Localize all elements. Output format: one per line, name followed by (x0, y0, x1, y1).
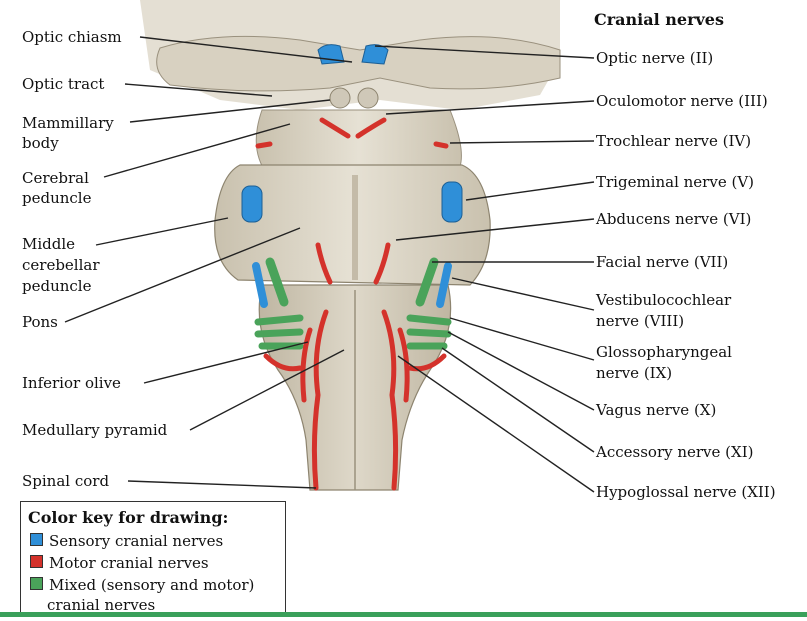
label-accessory-nerve: Accessory nerve (XI) (596, 443, 754, 461)
color-key: Color key for drawing: Sensory cranial n… (20, 501, 286, 617)
motor-label: Motor cranial nerves (49, 554, 209, 572)
label-glossopharyngeal-nerve-2: nerve (IX) (596, 364, 673, 382)
vestibulocochlear-nerve-left (252, 262, 268, 308)
label-pons: Pons (22, 313, 58, 331)
label-abducens-nerve: Abducens nerve (VI) (596, 210, 752, 228)
mammillary-body-left (329, 87, 351, 109)
vestibulocochlear-nerve-right (436, 262, 452, 308)
label-spinal-cord: Spinal cord (22, 472, 110, 490)
color-key-item-mixed: Mixed (sensory and motor) (30, 576, 254, 594)
color-key-item-mixed-line2: cranial nerves (47, 596, 155, 614)
trochlear-nerve-left (255, 141, 273, 149)
mixed-label-1: Mixed (sensory and motor) (49, 576, 255, 594)
facial-nerve-right (415, 257, 439, 307)
leader-lines (64, 36, 595, 493)
label-mammillary-body-1: Mammillary (22, 114, 114, 132)
motor-swatch (30, 555, 43, 568)
label-middle-cerebellar-peduncle-3: peduncle (22, 277, 92, 295)
accessory-nerve-left (263, 353, 303, 372)
color-key-item-motor: Motor cranial nerves (30, 554, 209, 572)
label-trochlear-nerve: Trochlear nerve (IV) (596, 132, 752, 150)
label-inferior-olive: Inferior olive (22, 374, 121, 392)
oculomotor-nerve-left (319, 117, 351, 139)
label-trigeminal-nerve: Trigeminal nerve (V) (596, 173, 755, 191)
trochlear-nerve-right (433, 141, 449, 149)
color-key-item-sensory: Sensory cranial nerves (30, 532, 223, 550)
oculomotor-nerve-right (355, 117, 387, 139)
label-vestibulocochlear-nerve-1: Vestibulocochlear (596, 291, 732, 309)
bottom-accent-bar (0, 612, 807, 617)
facial-nerve-left (265, 257, 289, 307)
label-medullary-pyramid: Medullary pyramid (22, 421, 168, 439)
color-key-title: Color key for drawing: (28, 508, 229, 527)
mammillary-body-right (357, 87, 379, 109)
cranial-nerves-heading: Cranial nerves (594, 10, 724, 29)
label-hypoglossal-nerve: Hypoglossal nerve (XII) (596, 483, 776, 501)
label-cerebral-peduncle-2: peduncle (22, 189, 92, 207)
mixed-swatch (30, 577, 43, 590)
optic-nerve-right (361, 44, 389, 65)
glossopharyngeal-nerve-right (406, 314, 452, 350)
label-optic-chiasm: Optic chiasm (22, 28, 122, 46)
sensory-label: Sensory cranial nerves (49, 532, 224, 550)
label-vestibulocochlear-nerve-2: nerve (VIII) (596, 312, 685, 330)
label-mammillary-body-2: body (22, 134, 59, 152)
abducens-nerve-right (373, 242, 391, 285)
mixed-label-2: cranial nerves (47, 596, 156, 614)
label-middle-cerebellar-peduncle-2: cerebellar (22, 256, 100, 274)
label-optic-tract: Optic tract (22, 75, 105, 93)
label-facial-nerve: Facial nerve (VII) (596, 253, 729, 271)
accessory-nerve-right (407, 353, 447, 372)
abducens-nerve-left (315, 242, 333, 285)
label-oculomotor-nerve: Oculomotor nerve (III) (596, 92, 768, 110)
hypoglossal-nerve-left (300, 309, 329, 491)
label-middle-cerebellar-peduncle-1: Middle (22, 235, 76, 253)
label-glossopharyngeal-nerve-1: Glossopharyngeal (596, 343, 732, 361)
label-optic-nerve: Optic nerve (II) (596, 49, 714, 67)
trigeminal-nerve-right (441, 181, 463, 223)
label-cerebral-peduncle-1: Cerebral (22, 169, 89, 187)
label-vagus-nerve: Vagus nerve (X) (596, 401, 717, 419)
trigeminal-nerve-left (241, 185, 263, 223)
sensory-swatch (30, 533, 43, 546)
